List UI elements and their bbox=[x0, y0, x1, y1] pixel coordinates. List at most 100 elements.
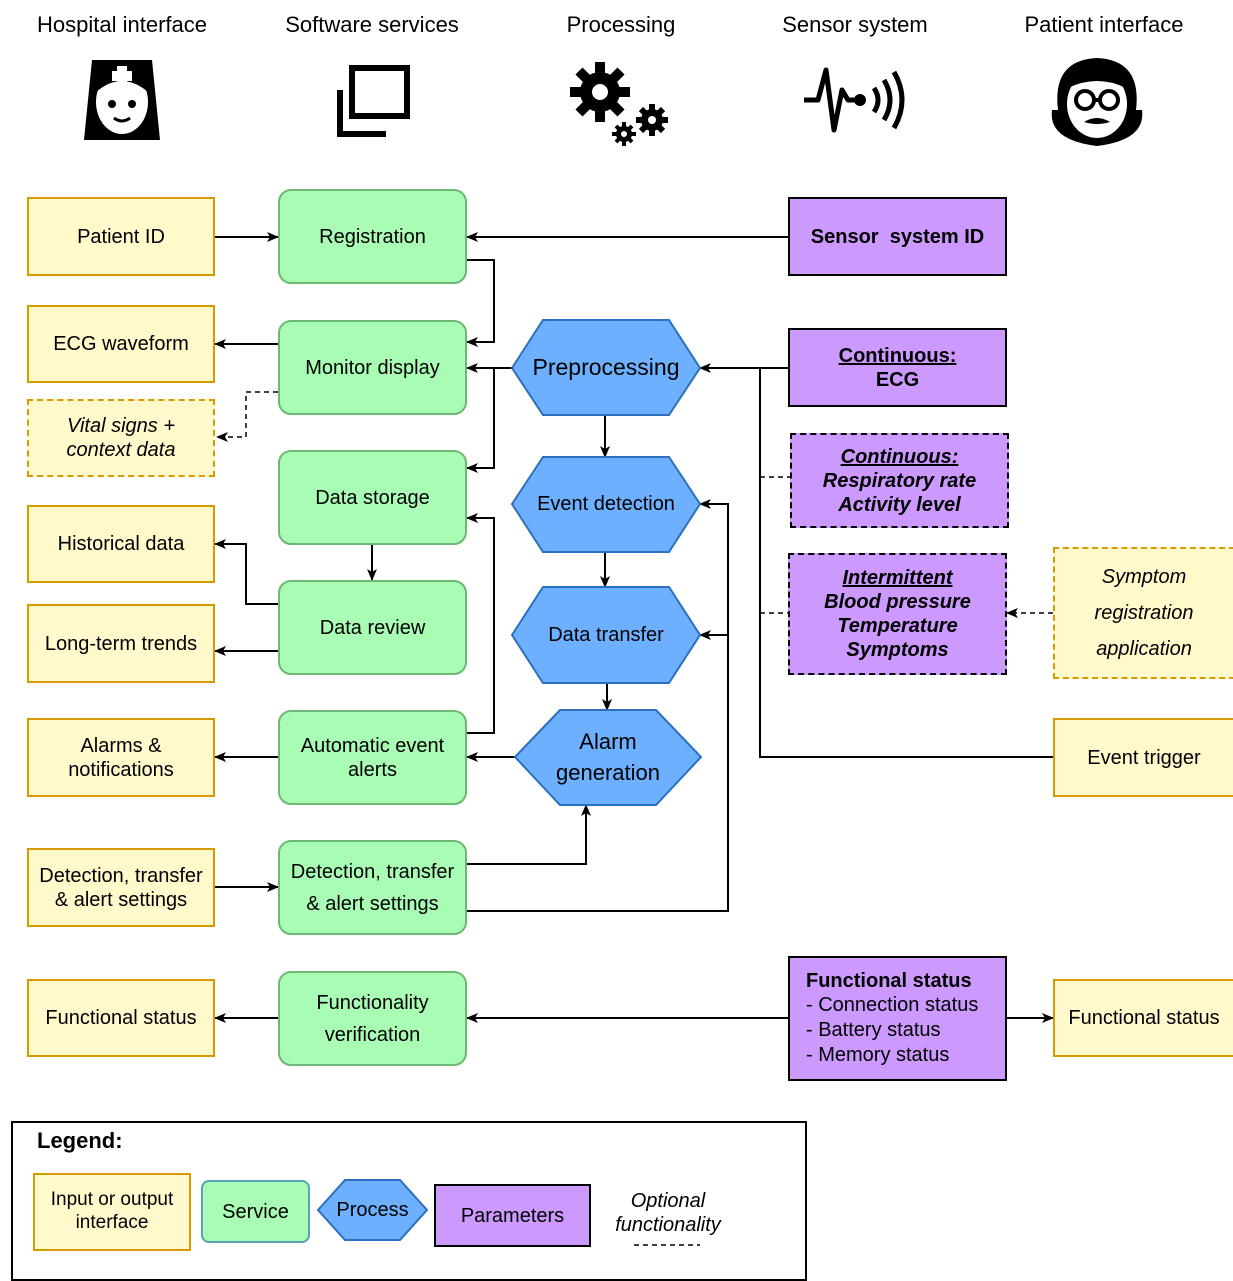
process-data-transfer-label: Data transfer bbox=[548, 623, 664, 646]
process-alarm-generation-shape bbox=[513, 709, 703, 806]
io-functional-status-left-label: Functional status bbox=[45, 1007, 197, 1029]
column-title-processing: Processing bbox=[566, 12, 676, 37]
io-settings-line1: Detection, transfer bbox=[39, 864, 203, 887]
arrow-review-historical bbox=[214, 539, 278, 605]
service-monitor-display-label: Monitor display bbox=[305, 356, 440, 379]
param-respiratory-rate: Respiratory rate bbox=[822, 469, 977, 492]
heartbeat-signal-icon bbox=[804, 67, 905, 133]
service-data-storage-label: Data storage bbox=[315, 486, 430, 509]
service-monitor-display: Monitor display bbox=[278, 320, 467, 415]
arrow-settings-alarm bbox=[467, 804, 591, 865]
param-temperature: Temperature bbox=[837, 615, 958, 637]
io-settings-input: Detection, transfer & alert settings bbox=[27, 848, 215, 927]
io-alarms-line1: Alarms & bbox=[80, 734, 162, 757]
io-symptom-line2: registration bbox=[1094, 602, 1194, 624]
process-alarm-line2: generation bbox=[556, 759, 660, 785]
arrow-alerts-storage bbox=[466, 513, 495, 734]
process-data-transfer: Data transfer bbox=[512, 587, 700, 683]
process-alarm-line1: Alarm bbox=[579, 728, 637, 754]
process-preprocessing-label: Preprocessing bbox=[532, 354, 680, 381]
io-functional-status-right: Functional status bbox=[1053, 979, 1233, 1057]
io-symptom-line3: application bbox=[1096, 638, 1192, 660]
arrow-preprocessing-storage bbox=[466, 368, 495, 473]
param-memory-status: - Memory status bbox=[806, 1044, 950, 1066]
process-event-detection-label: Event detection bbox=[537, 493, 675, 515]
io-event-trigger-label: Event trigger bbox=[1087, 746, 1201, 769]
io-historical-data-label: Historical data bbox=[57, 533, 185, 555]
legend-io: Input or output interface bbox=[33, 1173, 191, 1251]
param-blood-pressure: Blood pressure bbox=[824, 591, 971, 613]
service-settings-line2: & alert settings bbox=[306, 892, 439, 915]
column-title-hospital: Hospital interface bbox=[37, 12, 207, 37]
param-continuous-ecg-value: ECG bbox=[875, 368, 920, 391]
io-ecg-waveform: ECG waveform bbox=[27, 305, 215, 383]
service-functionality-line1: Functionality bbox=[316, 991, 429, 1014]
io-alarms-notifications: Alarms & notifications bbox=[27, 718, 215, 797]
service-automatic-alerts: Automatic event alerts bbox=[278, 710, 467, 805]
io-ecg-waveform-label: ECG waveform bbox=[53, 333, 189, 355]
legend-optional: Optional functionality bbox=[600, 1188, 736, 1238]
legend-parameters-label: Parameters bbox=[460, 1204, 565, 1227]
param-symptoms: Symptoms bbox=[846, 639, 949, 661]
param-sensor-id: Sensor system ID bbox=[788, 197, 1007, 276]
service-data-review-label: Data review bbox=[319, 616, 426, 639]
param-activity-level: Activity level bbox=[838, 493, 961, 516]
param-intermittent-heading: Intermittent bbox=[842, 567, 953, 589]
legend-parameters: Parameters bbox=[434, 1184, 591, 1247]
io-long-term-trends: Long-term trends bbox=[27, 604, 215, 683]
io-historical-data: Historical data bbox=[27, 505, 215, 583]
service-registration: Registration bbox=[278, 189, 467, 284]
io-patient-id-label: Patient ID bbox=[77, 225, 165, 248]
param-functional-status-title: Functional status bbox=[806, 970, 972, 992]
process-data-transfer-shape bbox=[510, 586, 702, 684]
param-intermittent: Intermittent Blood pressure Temperature … bbox=[788, 553, 1007, 675]
arrow-monitor-vitals bbox=[216, 391, 278, 442]
io-vital-signs-line1: Vital signs + bbox=[66, 415, 176, 437]
legend-process-label: Process bbox=[336, 1198, 409, 1221]
legend-title: Legend: bbox=[37, 1128, 123, 1153]
gears-icon bbox=[570, 62, 668, 146]
io-long-term-trends-label: Long-term trends bbox=[44, 632, 198, 655]
io-symptom-registration-app: Symptom registration application bbox=[1053, 547, 1233, 679]
patient-face-icon bbox=[1051, 58, 1143, 146]
legend-process-shape bbox=[316, 1179, 429, 1241]
column-title-software: Software services bbox=[285, 12, 459, 37]
legend-optional-line2: functionality bbox=[615, 1214, 721, 1236]
service-settings-line1: Detection, transfer bbox=[290, 860, 455, 883]
service-data-review: Data review bbox=[278, 580, 467, 675]
io-symptom-line1: Symptom bbox=[1101, 566, 1187, 588]
arrow-registration-monitor bbox=[466, 259, 495, 347]
param-connection-status: - Connection status bbox=[806, 994, 979, 1016]
io-functional-status-right-label: Functional status bbox=[1068, 1007, 1220, 1029]
line-event-trigger bbox=[759, 368, 1053, 758]
legend-service-label: Service bbox=[222, 1200, 289, 1223]
service-automatic-alerts-line1: Automatic event bbox=[300, 734, 445, 757]
legend-process: Process bbox=[318, 1180, 427, 1240]
service-automatic-alerts-line2: alerts bbox=[348, 758, 397, 781]
io-vital-signs-line2: context data bbox=[66, 439, 176, 461]
process-preprocessing-shape bbox=[510, 319, 702, 416]
io-vital-signs: Vital signs + context data bbox=[27, 399, 215, 477]
io-patient-id: Patient ID bbox=[27, 197, 215, 276]
legend-optional-line1: Optional bbox=[630, 1190, 706, 1212]
windows-stack-icon bbox=[337, 65, 410, 137]
service-functionality-verification: Functionality verification bbox=[278, 971, 467, 1066]
process-event-detection: Event detection bbox=[512, 457, 700, 552]
param-continuous-ecg-heading: Continuous: bbox=[838, 344, 957, 367]
service-registration-label: Registration bbox=[319, 225, 426, 248]
service-settings: Detection, transfer & alert settings bbox=[278, 840, 467, 935]
param-continuous-resp-heading: Continuous: bbox=[840, 445, 959, 468]
column-title-patient: Patient interface bbox=[1024, 12, 1184, 37]
param-continuous-respiratory: Continuous: Respiratory rate Activity le… bbox=[790, 433, 1009, 528]
io-event-trigger: Event trigger bbox=[1053, 718, 1233, 797]
nurse-icon bbox=[84, 60, 160, 140]
io-functional-status-left: Functional status bbox=[27, 979, 215, 1057]
service-data-storage: Data storage bbox=[278, 450, 467, 545]
legend-service: Service bbox=[201, 1180, 310, 1243]
arrow-settings-transfer bbox=[467, 630, 729, 912]
legend-io-line2: interface bbox=[75, 1212, 149, 1233]
param-functional-status: Functional status - Connection status - … bbox=[788, 956, 1007, 1081]
arrow-settings-event bbox=[699, 499, 729, 635]
param-battery-status: - Battery status bbox=[806, 1019, 941, 1041]
process-alarm-generation: Alarm generation bbox=[515, 710, 701, 805]
